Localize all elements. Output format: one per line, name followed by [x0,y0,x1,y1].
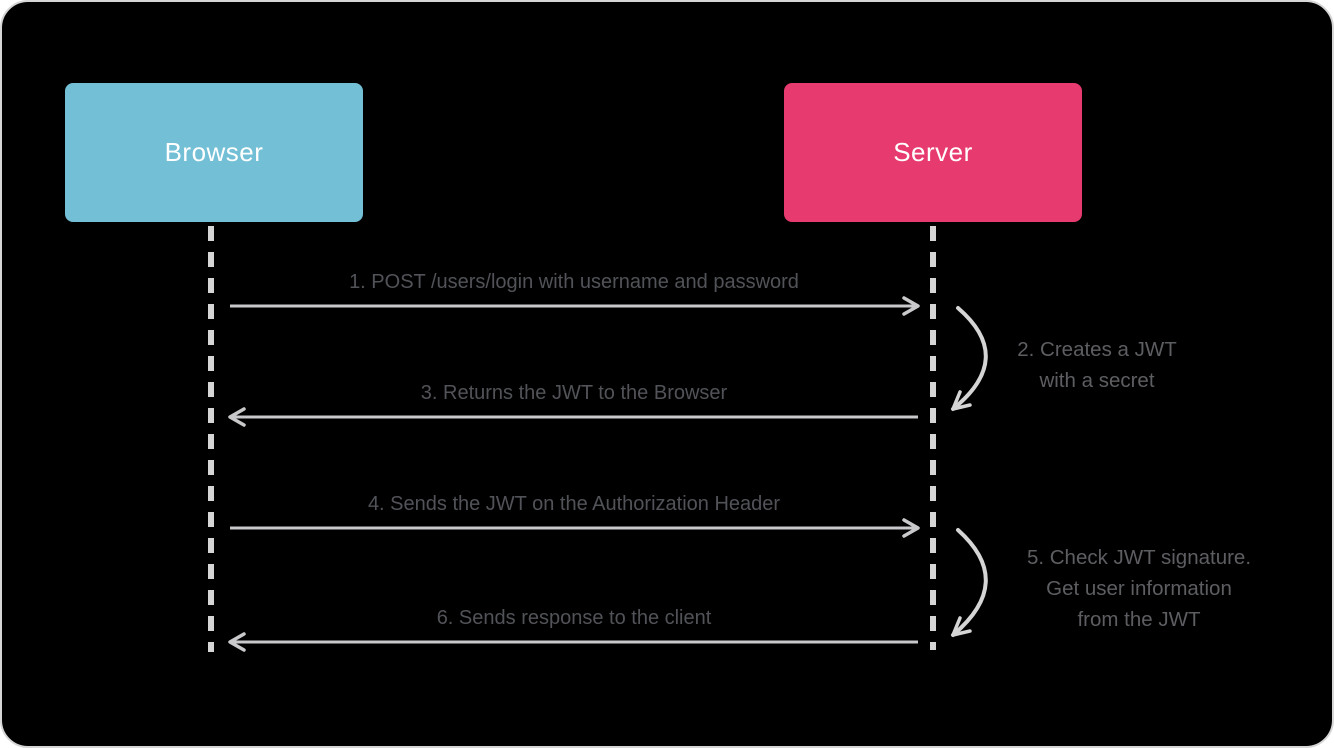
message-label-6: 6. Sends response to the client [436,607,712,629]
message-arrow-1 [230,296,920,316]
message-label-1: 1. POST /users/login with username and p… [349,271,799,293]
message-arrow-4 [230,518,920,538]
message-label-4: 4. Sends the JWT on the Authorization He… [367,493,781,515]
arrowhead-right-icon [902,518,920,538]
message-arrow-3 [228,407,918,427]
arrowhead-left-icon [228,632,246,652]
side-note-line: 5. Check JWT signature. [1026,546,1252,569]
actor-label-server: Server [893,137,973,167]
actor-box-server: Server [784,83,1082,222]
side-note-line: from the JWT [1077,608,1201,631]
self-arrow-check-jwt [951,528,988,637]
side-note-line: 2. Creates a JWT [1017,338,1177,361]
arrowhead-downleft-icon [951,616,972,637]
side-note-check-jwt: 5. Check JWT signature. Get user informa… [998,542,1280,635]
actor-box-browser: Browser [65,83,363,222]
side-note-create-jwt: 2. Creates a JWT with a secret [962,334,1232,396]
arrowhead-downleft-icon [951,390,972,411]
message-arrow-6 [228,632,918,652]
message-label-3: 3. Returns the JWT to the Browser [420,382,728,404]
arrowhead-left-icon [228,407,246,427]
actor-label-browser: Browser [164,137,264,167]
self-arrow-create-jwt [951,306,988,411]
side-note-line: Get user information [1046,577,1232,600]
arrowhead-right-icon [902,296,920,316]
side-note-line: with a secret [1039,369,1155,392]
